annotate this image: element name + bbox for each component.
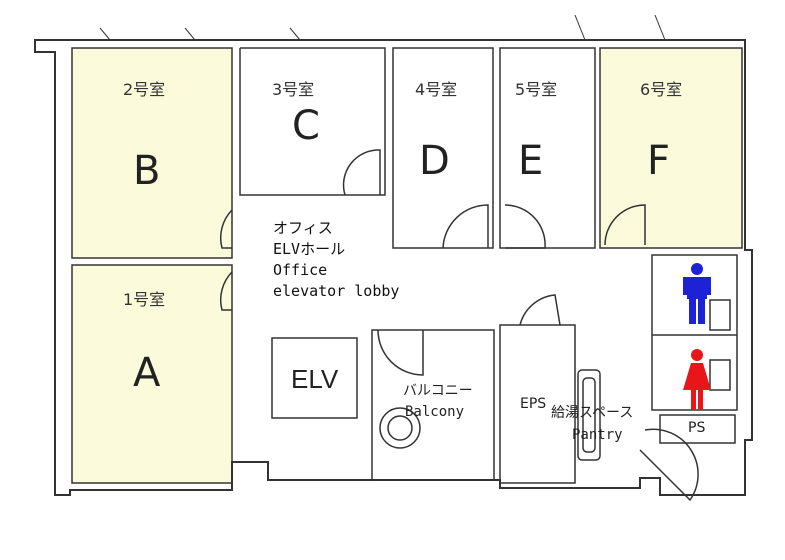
pantry-label-en: Pantry xyxy=(572,427,623,443)
room-2-area[interactable] xyxy=(72,48,232,258)
room-2-number: 2号室 xyxy=(123,80,166,99)
room-4-number: 4号室 xyxy=(415,80,458,99)
door-room-5 xyxy=(504,204,546,249)
lobby-line-3: Office xyxy=(273,261,328,279)
room-3-letter: C xyxy=(292,103,320,149)
eps-walls xyxy=(499,324,576,484)
lobby-label: オフィス ELVホール Office elevator lobby xyxy=(273,218,399,302)
door-room-6 xyxy=(604,204,646,246)
balcony-label-ja: バルコニー xyxy=(403,383,473,399)
pantry-counter xyxy=(577,369,601,461)
eps-door xyxy=(519,294,561,326)
male-restroom-icon xyxy=(683,263,711,324)
ps-label: PS xyxy=(688,420,706,436)
pantry-label-ja: 給湯スペース xyxy=(551,405,634,421)
room-3-number: 3号室 xyxy=(272,80,315,99)
room-5-walls xyxy=(499,47,596,249)
female-restroom-icon xyxy=(683,349,711,410)
room-6-area[interactable] xyxy=(600,48,742,248)
room-4-letter: D xyxy=(419,138,450,184)
balcony-unit xyxy=(379,407,421,449)
elevator-walls xyxy=(271,337,358,419)
room-1-letter: A xyxy=(133,350,161,396)
room-2-letter: B xyxy=(133,148,161,194)
restroom-walls xyxy=(651,254,738,411)
balcony-walls xyxy=(371,329,495,481)
elevator-label: ELV xyxy=(291,364,339,394)
eps-label: EPS xyxy=(520,396,547,412)
ps-box xyxy=(659,414,736,444)
entry-door xyxy=(639,428,699,502)
room-5-letter: E xyxy=(518,138,544,184)
room-1-area[interactable] xyxy=(72,265,232,483)
lobby-line-2: ELVホール xyxy=(273,240,346,258)
room-5-number: 5号室 xyxy=(515,80,558,99)
room-1-number: 1号室 xyxy=(123,290,166,309)
balcony-label-en: Balcony xyxy=(405,404,465,420)
door-room-1 xyxy=(219,271,233,311)
outer-wall xyxy=(34,39,753,496)
room-6-letter: F xyxy=(647,138,671,184)
balcony-door xyxy=(377,329,424,376)
room-6-number: 6号室 xyxy=(640,80,683,99)
room-1-walls xyxy=(71,264,233,484)
door-room-3 xyxy=(342,149,381,196)
lobby-line-4: elevator lobby xyxy=(273,282,400,300)
room-3-walls xyxy=(239,47,386,196)
window-top xyxy=(35,14,666,41)
lobby-line-1: オフィス xyxy=(273,219,333,237)
room-6-walls xyxy=(599,47,743,249)
room-2-walls xyxy=(71,47,233,259)
door-room-4 xyxy=(442,204,489,249)
door-room-2 xyxy=(219,209,233,249)
